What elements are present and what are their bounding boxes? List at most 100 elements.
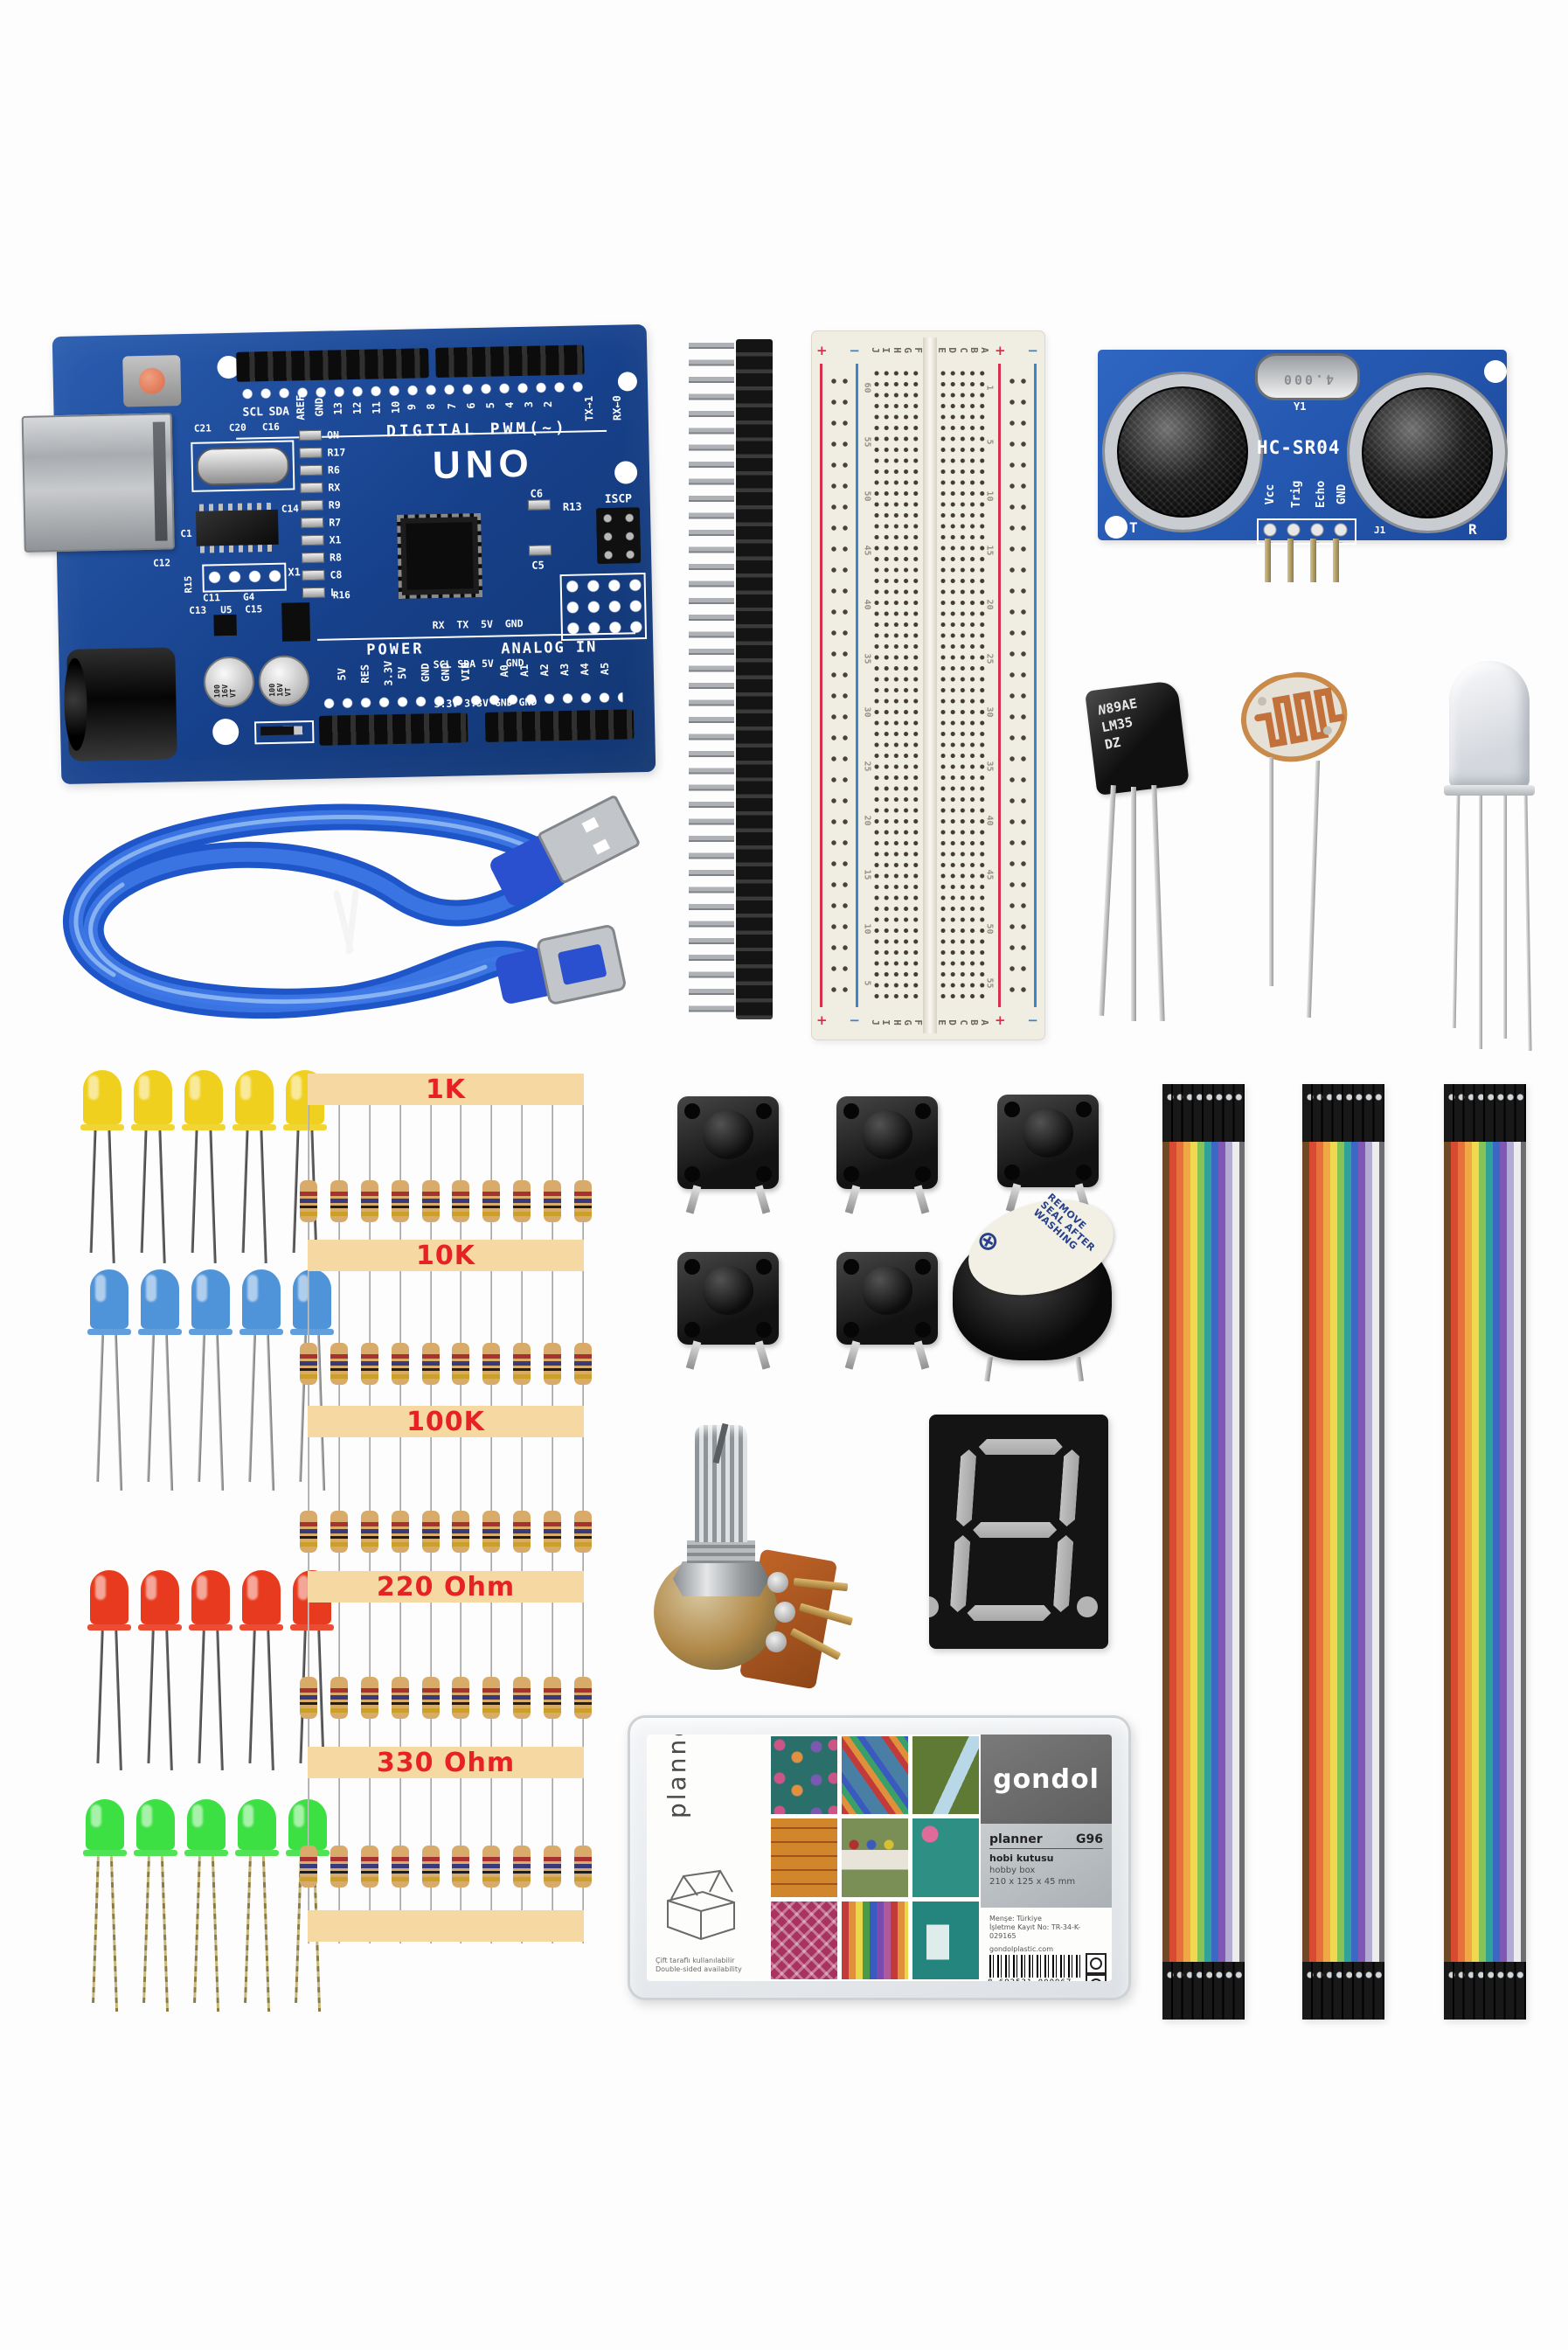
plus-symbol: + <box>816 1012 828 1028</box>
green-led <box>83 1799 127 2012</box>
mounting-hole <box>617 372 638 392</box>
silk-ref: C21 <box>193 422 212 435</box>
resistor <box>391 1677 409 1719</box>
resistor <box>330 1677 348 1719</box>
resistor <box>513 1180 531 1222</box>
silk-ref-c13: C13 <box>189 604 207 616</box>
silk-ref-c1: C1 <box>180 527 192 540</box>
resistor-label-1k: 1K <box>308 1074 584 1105</box>
blue-led <box>239 1269 283 1491</box>
subtitle-english: hobby box <box>989 1866 1036 1875</box>
edge-dot <box>929 1596 939 1617</box>
tactile-push-button <box>836 1252 938 1370</box>
box-label: planner Çift taraflı kullanılabilir Doub… <box>647 1735 1112 1981</box>
resistor-lead-wire <box>399 1074 401 1943</box>
pin-holes-row <box>239 379 591 401</box>
ldr-face <box>1240 671 1348 762</box>
jumper-wire-ribbon <box>1444 1084 1526 2020</box>
resistor-lead-wire <box>308 1074 309 1943</box>
craft-photo-grid <box>769 1735 981 1981</box>
buzzer-pin <box>984 1356 993 1382</box>
ribbon-connector-top <box>1162 1084 1245 1142</box>
resistor <box>513 1677 531 1719</box>
silk-label-d5: 5 <box>484 401 497 409</box>
red-led <box>138 1570 182 1771</box>
mounting-hole <box>1105 516 1127 539</box>
usb-b-connector <box>496 925 626 1005</box>
ribbon-connector-bottom <box>1444 1962 1526 2020</box>
silk-label-d2: 2 <box>541 400 555 408</box>
red-led-group <box>87 1570 334 1771</box>
rgb-led-dome <box>1449 661 1530 789</box>
mounting-hole <box>1484 360 1507 383</box>
resistor <box>544 1846 561 1888</box>
resistor-strip-blank <box>308 1910 584 1942</box>
green-led-group <box>83 1799 330 2012</box>
power-rail-left: + − + − <box>816 341 862 1030</box>
resistor-lead-wire <box>490 1074 493 1943</box>
barcode-number: 8 692531 000967 <box>988 1978 1072 1981</box>
resistor <box>544 1677 561 1719</box>
ribbon-connector-top <box>1302 1084 1384 1142</box>
solder-pad <box>774 1602 795 1623</box>
resistor <box>573 1846 592 1888</box>
led-leg <box>1479 796 1482 1049</box>
blue-led <box>138 1269 182 1491</box>
silk-ref: C20 <box>228 421 246 434</box>
green-led <box>134 1799 177 2012</box>
silk-ref-r13: R13 <box>562 500 582 513</box>
pin-label-vcc: Vcc <box>1264 483 1278 505</box>
red-led <box>239 1570 283 1771</box>
rainbow-wires <box>1162 1142 1245 1962</box>
resistor <box>573 1343 592 1385</box>
resistor <box>421 1846 440 1888</box>
usb-a-connector <box>490 796 640 906</box>
red-led <box>189 1570 232 1771</box>
power-pin-label: VIN <box>459 662 472 682</box>
silk-ref-x1: X1 <box>288 566 302 579</box>
minus-symbol: − <box>1027 343 1038 358</box>
power-pin-label: GND <box>419 663 432 683</box>
resistor <box>330 1343 348 1385</box>
silk-ref-g4: G4 <box>242 591 255 603</box>
solder-pad <box>767 1572 788 1593</box>
box-line-art-icon <box>667 1869 735 1941</box>
resistor <box>573 1511 592 1553</box>
blue-led-group <box>87 1269 334 1491</box>
box-dimensions: 210 x 125 x 45 mm <box>989 1877 1076 1887</box>
silk-label-gnd: GND <box>313 397 326 417</box>
tactile-push-button <box>677 1252 779 1370</box>
silk-label-d9: 9 <box>406 403 419 411</box>
analog-pin-label: A0 <box>497 664 511 678</box>
decimal-point <box>1077 1596 1098 1617</box>
led-leg <box>1452 795 1460 1029</box>
minus-symbol: − <box>849 1012 860 1028</box>
silk-label-sda: SDA <box>268 405 290 420</box>
resistor <box>421 1511 440 1553</box>
note-english: Double-sided availability <box>656 1965 742 1973</box>
silk-label-d3: 3 <box>523 401 536 408</box>
resistor <box>482 1343 501 1385</box>
resistor <box>391 1511 409 1553</box>
crystal-oscillator <box>196 446 290 486</box>
red-led <box>87 1570 131 1771</box>
silk-label-tx1: TX→1 <box>582 395 596 421</box>
resistor-label-10k: 10K <box>308 1240 584 1271</box>
digital-pwm-label: DIGITAL PWM(~) <box>385 418 568 441</box>
barcode <box>989 1955 1080 1978</box>
plus-symbol: + <box>995 1012 1006 1028</box>
gondol-brand: gondol <box>993 1763 1100 1795</box>
resistor <box>300 1511 317 1553</box>
resistor <box>573 1677 592 1719</box>
tactile-push-button <box>997 1095 1099 1213</box>
resistor <box>421 1180 440 1222</box>
power-section-label: POWER <box>366 640 425 659</box>
pin-label-trig: Trig <box>1290 480 1304 509</box>
resistor <box>300 1677 317 1719</box>
tape-rolls-tile <box>912 1818 979 1897</box>
crystal-oscillator: 4.000 <box>1255 353 1360 400</box>
